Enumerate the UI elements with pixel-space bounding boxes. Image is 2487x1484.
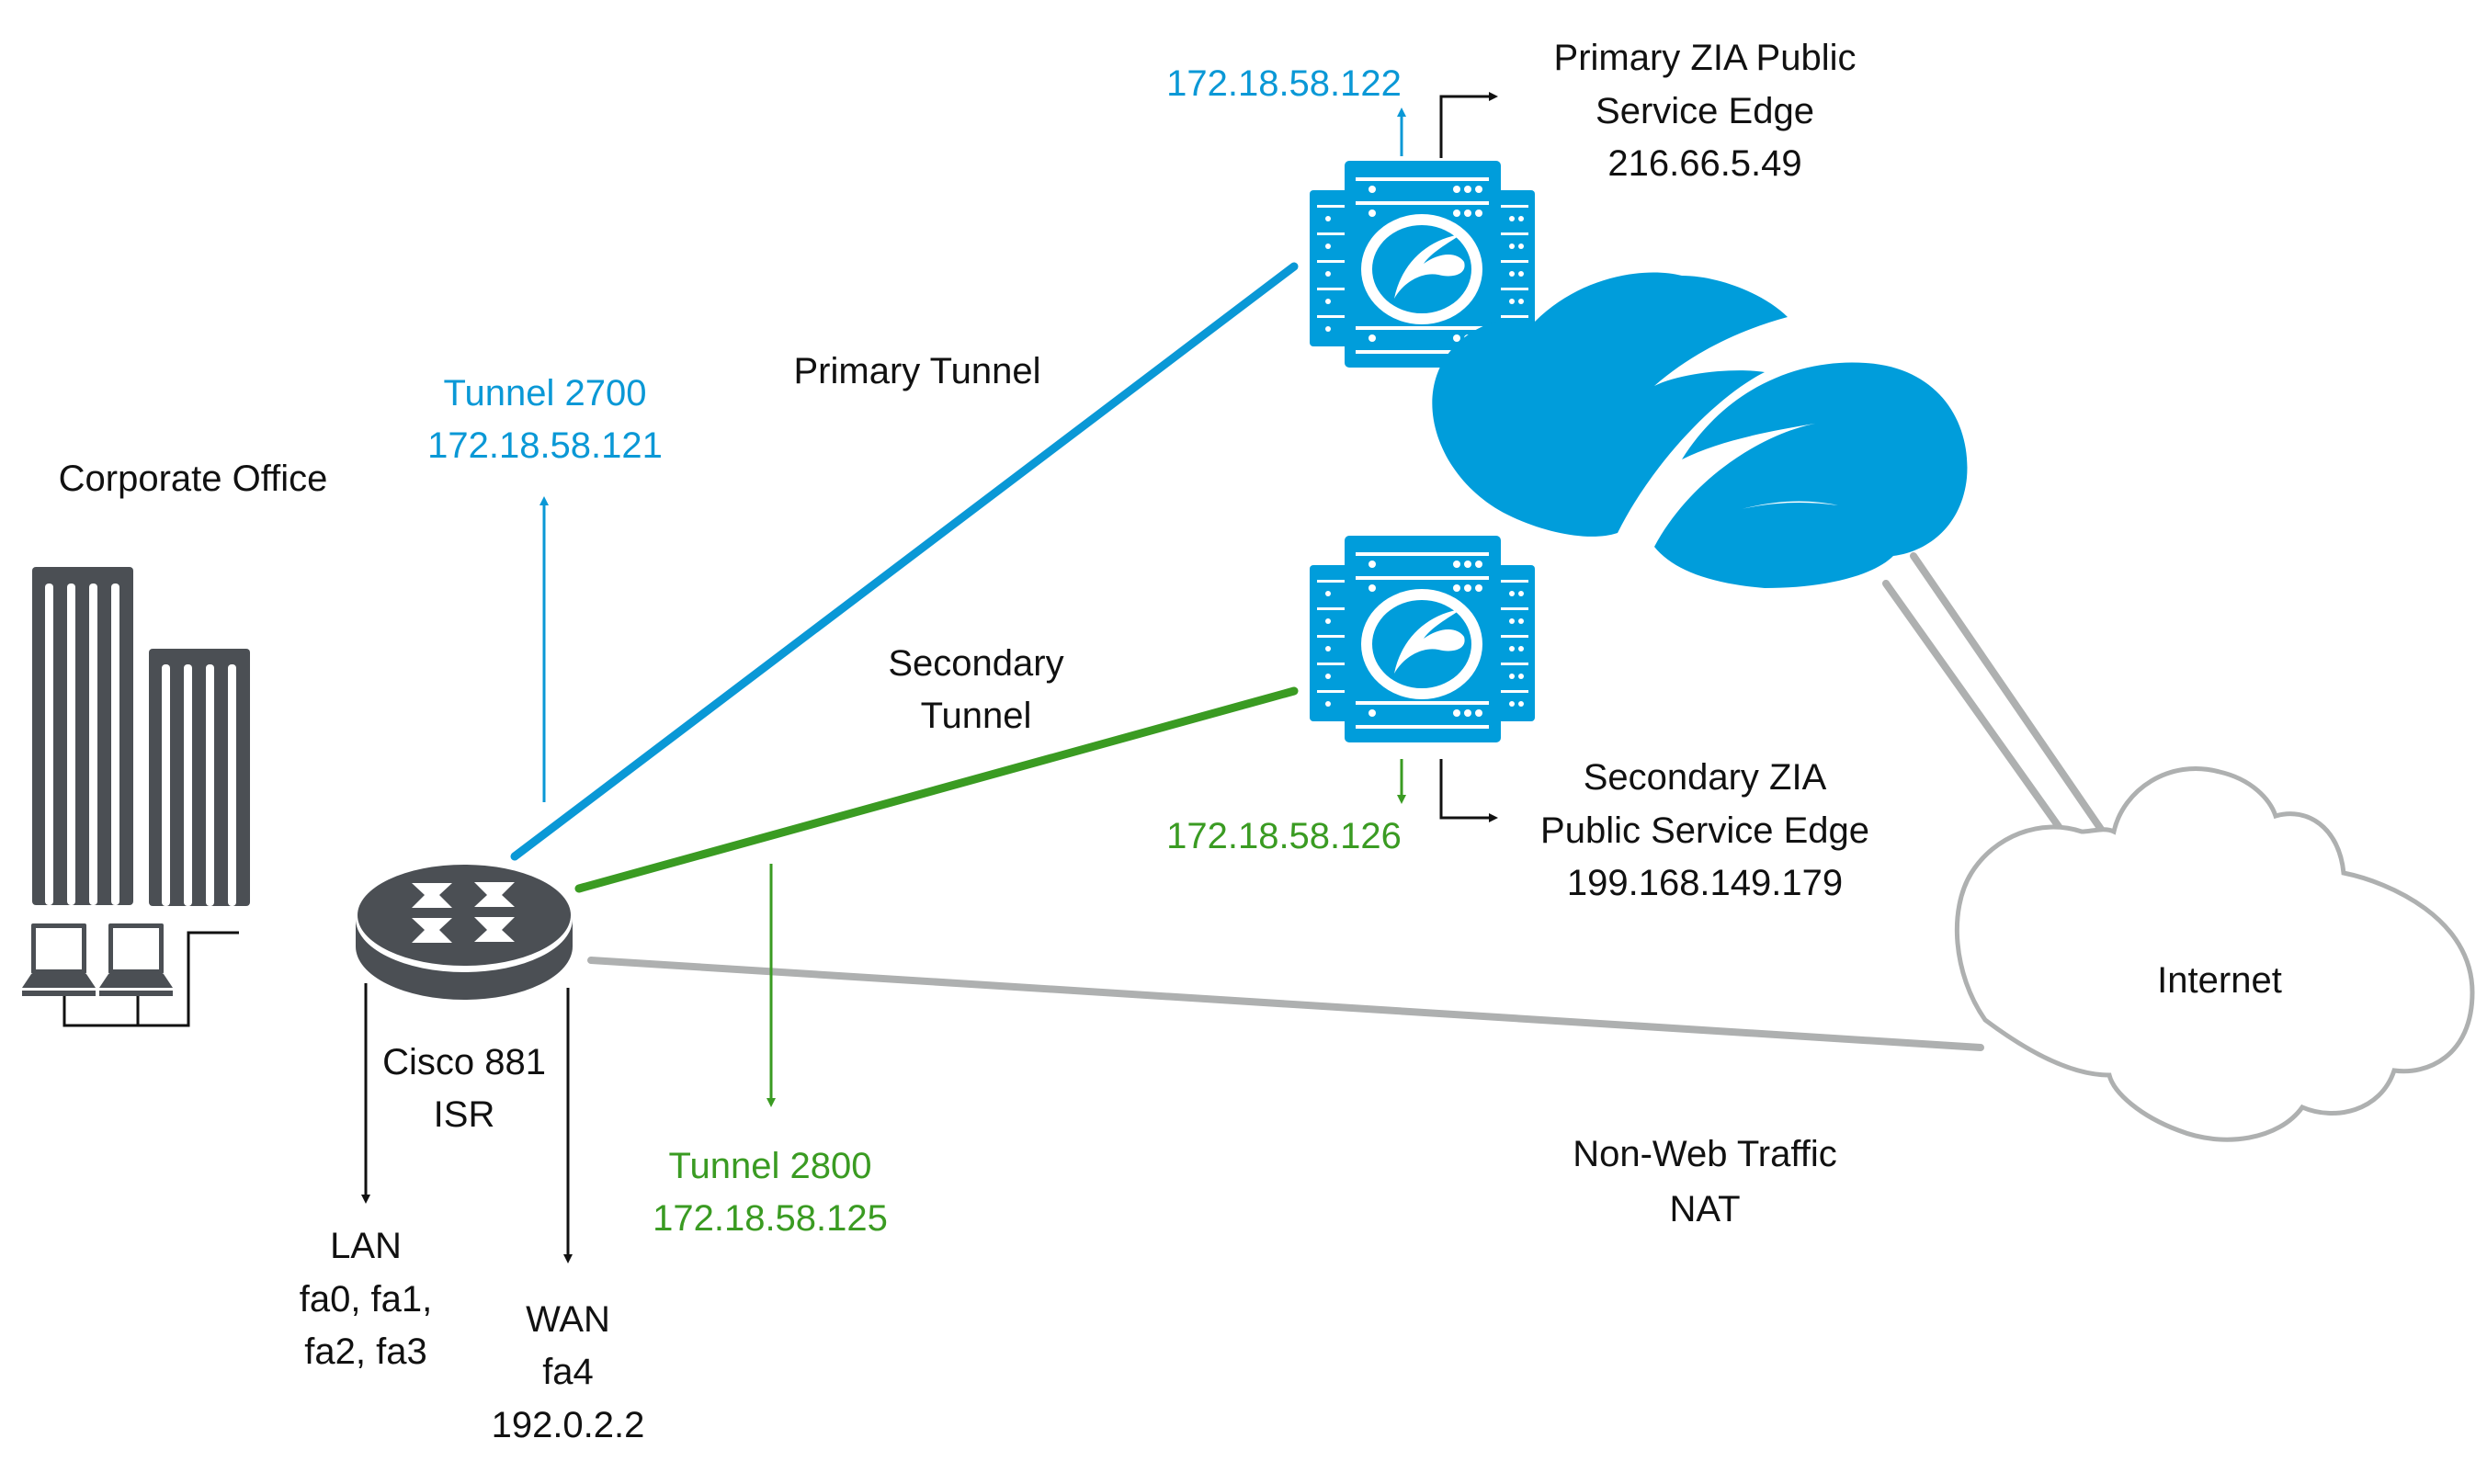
primary-remote-ip: 172.18.58.122 xyxy=(1166,63,1402,104)
wan-port: fa4 xyxy=(542,1352,594,1392)
non-web-traffic-line xyxy=(587,957,1984,1051)
internet-cloud-icon xyxy=(1954,765,2475,1142)
primary-edge-ip: 216.66.5.49 xyxy=(1607,143,1801,184)
primary-edge-line2: Service Edge xyxy=(1596,91,1814,131)
primary-tunnel-line xyxy=(510,262,1299,861)
nat-label: NAT xyxy=(1669,1189,1740,1229)
primary-edge-line1: Primary ZIA Public xyxy=(1554,38,1857,78)
lan-ports-2: fa2, fa3 xyxy=(304,1331,426,1372)
zscaler-cloud-icon xyxy=(1432,272,1968,588)
tunnel-2800-ip: 172.18.58.125 xyxy=(653,1198,888,1239)
secondary-zia-server-icon xyxy=(1310,536,1535,742)
primary-tunnel-label: Primary Tunnel xyxy=(794,351,1041,391)
lan-cable-uplink xyxy=(138,931,239,1027)
secondary-remote-ip: 172.18.58.126 xyxy=(1166,816,1402,856)
secondary-edge-arrow xyxy=(1439,759,1498,822)
non-web-traffic-label: Non-Web Traffic xyxy=(1573,1134,1837,1174)
tunnel-2700-name: Tunnel 2700 xyxy=(444,373,647,413)
wan-label: WAN xyxy=(526,1299,610,1340)
lan-ports-1: fa0, fa1, xyxy=(300,1279,433,1320)
router-icon xyxy=(356,865,573,1000)
office-buildings-icon xyxy=(32,567,250,906)
tunnel-2800-name: Tunnel 2800 xyxy=(669,1146,872,1186)
lan-cable xyxy=(62,996,140,1027)
tunnel-2700-ip: 172.18.58.121 xyxy=(427,425,663,466)
wan-ip: 192.0.2.2 xyxy=(492,1405,645,1445)
corporate-office-label: Corporate Office xyxy=(59,459,328,499)
secondary-edge-line2: Public Service Edge xyxy=(1540,810,1869,851)
secondary-edge-line1: Secondary ZIA xyxy=(1584,757,1827,798)
router-name-line2: ISR xyxy=(434,1094,495,1135)
lan-label: LAN xyxy=(330,1226,402,1266)
router-name-line1: Cisco 881 xyxy=(382,1042,546,1082)
secondary-tunnel-label-1: Secondary xyxy=(888,643,1063,684)
laptop-icon xyxy=(22,923,96,996)
primary-edge-arrow xyxy=(1439,92,1498,158)
laptop-icon xyxy=(99,923,173,996)
zscaler-internet-link-2 xyxy=(1910,552,2138,881)
secondary-edge-ip: 199.168.149.179 xyxy=(1567,863,1843,903)
secondary-tunnel-line xyxy=(574,686,1299,893)
internet-label: Internet xyxy=(2157,960,2282,1001)
secondary-tunnel-label-2: Tunnel xyxy=(921,696,1032,736)
